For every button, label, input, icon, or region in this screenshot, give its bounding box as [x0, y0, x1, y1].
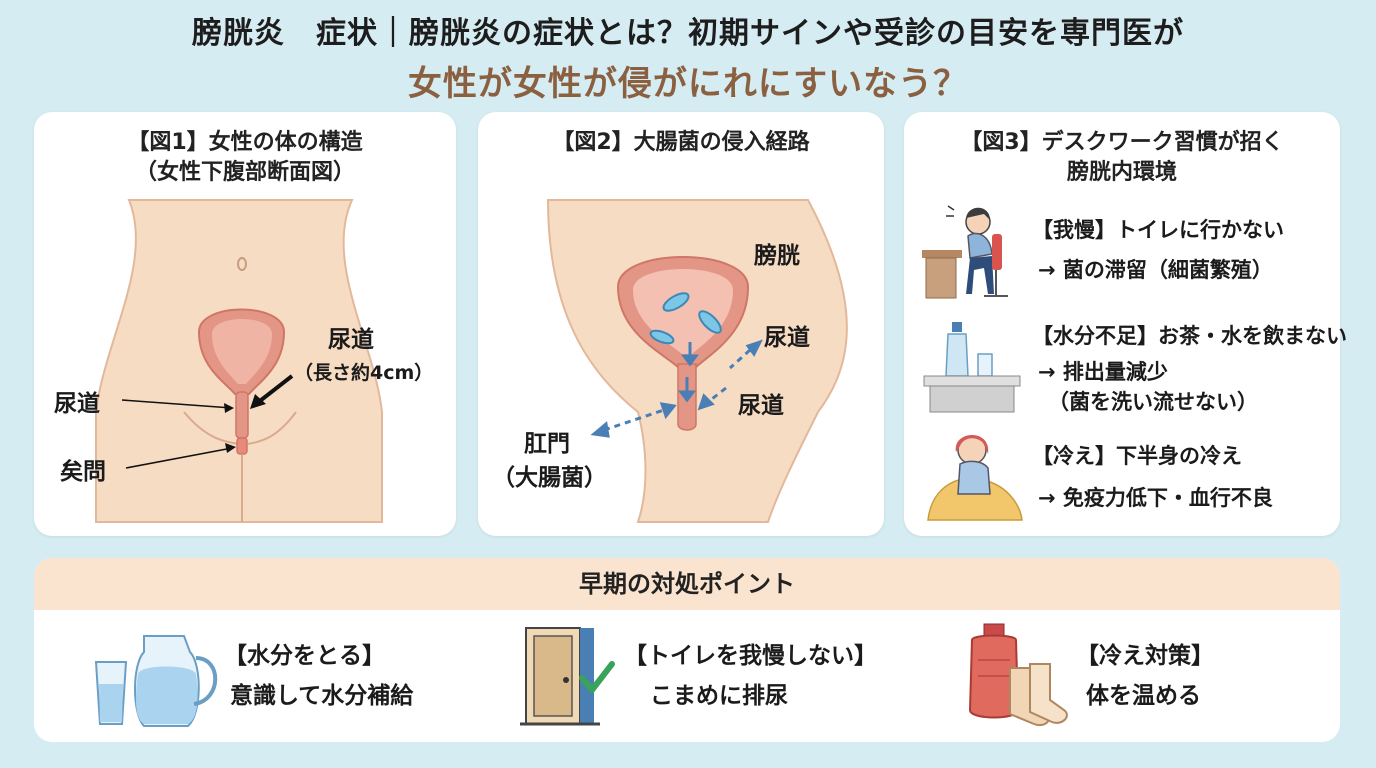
pointer-urethra-right: [254, 374, 294, 406]
row2-line2: → 排出量減少: [1038, 360, 1168, 384]
bacteria-group: [649, 292, 722, 345]
figure1-panel: 【図1】女性の体の構造 （女性下腹部断面図） 尿道 （長さ約4cm） 尿道 矣問: [34, 112, 456, 536]
row2-line1: 【水分不足】お茶・水を飲まない: [1032, 324, 1347, 348]
tip1-label: 【水分をとる】: [224, 643, 385, 669]
bladder-inner: [212, 319, 272, 384]
row1-line1: 【我慢】トイレに行かない: [1032, 218, 1284, 242]
row3-line2: → 免疫力低下・血行不良: [1038, 486, 1273, 510]
label-ecoli: （大腸菌）: [492, 465, 607, 491]
page-title: 膀胱炎 症状｜膀胱炎の症状とは？初期サインや受診の目安を専門医が: [192, 16, 1184, 51]
hot-water-bottle-icon: [968, 623, 1068, 726]
desk-worker-icon: [922, 205, 1008, 299]
tip3-label: 【冷え対策】: [1076, 643, 1214, 669]
tips-heading: 早期の対処ポイント: [34, 558, 1340, 610]
figure3-panel: 【図3】デスクワーク習慣が招く 膀胱内環境 【我慢】トイレに行かない → 菌の滞…: [904, 112, 1347, 536]
navel: [237, 257, 247, 271]
groin-line-right: [247, 411, 297, 445]
label-urethra-right: 尿道: [328, 327, 374, 353]
tip3-desc: 体を温める: [1086, 683, 1201, 709]
bacteria-route-diagram: [546, 199, 848, 523]
label-urethra-length: （長さ約4cm）: [294, 362, 434, 384]
groin-line-left: [183, 411, 240, 445]
tip2-label: 【トイレを我慢しない】: [624, 643, 877, 669]
tip1-desc: 意識して水分補給: [230, 683, 414, 709]
pointer-urethra-left-head: [224, 403, 234, 413]
figure2-title: 【図2】大腸菌の侵入経路: [552, 130, 810, 155]
pointer-urethra-right-head: [250, 394, 266, 409]
bacterium: [662, 292, 690, 312]
figure3-subtitle: 膀胱内環境: [1066, 160, 1177, 185]
row1-line2: → 菌の滞留（細菌繁殖）: [1038, 258, 1273, 282]
tips-panel: 早期の対処ポイント 【水分をとる】 意識して水分補給 【トイレを我慢しない】 こ…: [34, 558, 1340, 742]
pointer-urethra-left: [121, 399, 233, 409]
figure1-subtitle: （女性下腹部断面図）: [134, 160, 355, 185]
cold-person-icon: [927, 435, 1023, 521]
label-urethra-top: 尿道: [764, 325, 810, 351]
water-pitcher-icon: [94, 635, 218, 727]
toilet-door-icon: [520, 627, 615, 726]
vagina-tube: [236, 437, 248, 455]
page-subtitle: 女性が女性が侵がにれにすいなう？: [407, 64, 969, 104]
female-anatomy-diagram: [95, 199, 383, 523]
water-bottle-icon: [923, 322, 1021, 413]
label-vagina: 矣問: [60, 459, 106, 485]
label-anus: 肛門: [524, 431, 570, 457]
bacterium: [649, 329, 675, 345]
label-bladder: 膀胱: [754, 243, 800, 269]
bacteria-route-arrows: [590, 339, 763, 438]
tip2-desc: こまめに排尿: [650, 683, 788, 709]
label-urethra-bottom: 尿道: [738, 393, 784, 419]
urethra-tube: [235, 391, 249, 439]
label-urethra-left: 尿道: [54, 391, 100, 417]
pointer-vagina: [125, 447, 233, 469]
figure3-title: 【図3】デスクワーク習慣が招く: [960, 130, 1284, 155]
row3-line1: 【冷え】下半身の冷え: [1032, 444, 1242, 468]
figure2-panel: 【図2】大腸菌の侵入経路 膀胱 尿道 尿道 肛門 （大腸菌）: [478, 112, 884, 536]
pointer-vagina-head: [225, 443, 236, 453]
figure1-title: 【図1】女性の体の構造: [127, 130, 363, 155]
row2-line3: （菌を洗い流せない）: [1048, 390, 1258, 414]
bacterium: [698, 310, 722, 334]
